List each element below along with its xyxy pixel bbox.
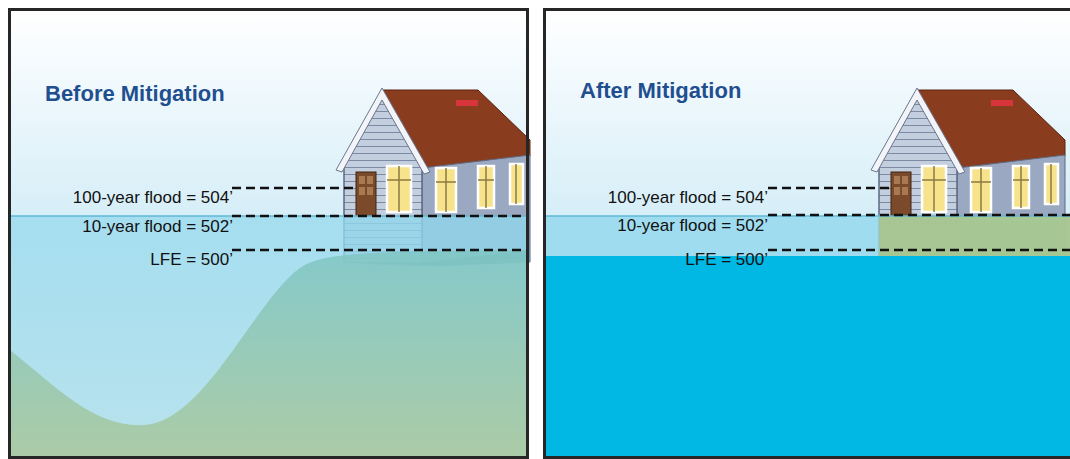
mitigation-panel: Before Mitigation 100-year flood = 504’ 10… — [8, 8, 529, 459]
panel-title: After Mitigation — [580, 78, 741, 104]
elevation-label: 10-year flood = 502’ — [617, 216, 768, 236]
elevation-label: 10-year flood = 502’ — [82, 217, 233, 237]
mitigation-panel: After Mitigation 100-year flood = 504’ 10-… — [543, 8, 1070, 459]
panel-title: Before Mitigation — [45, 81, 225, 107]
elevation-label: 100-year flood = 504’ — [73, 188, 233, 208]
elevation-label: LFE = 500’ — [685, 250, 768, 270]
elevation-label: 100-year flood = 504’ — [608, 188, 768, 208]
elevation-label: LFE = 500’ — [150, 250, 233, 270]
